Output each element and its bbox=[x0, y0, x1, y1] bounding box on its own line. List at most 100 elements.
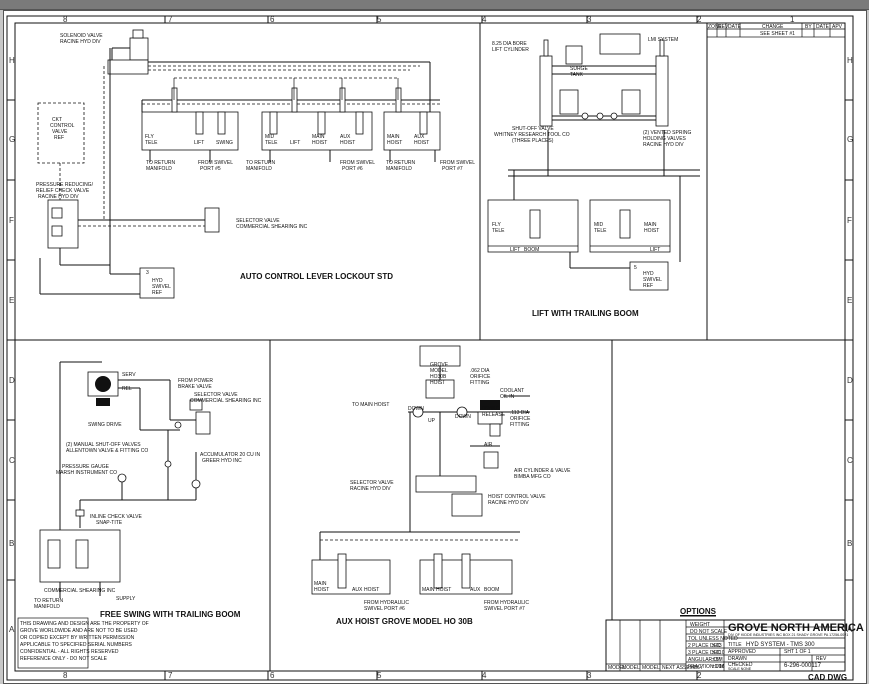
coolant-2: OIL IN bbox=[500, 394, 515, 400]
lt-label-lift2: LIFT bbox=[650, 247, 660, 253]
aux-hoist-title: AUX HOIST GROVE MODEL HO 30B bbox=[336, 617, 473, 626]
ah-selector-2: RACINE HYD DIV bbox=[350, 486, 391, 492]
zone-top-7: 7 bbox=[168, 15, 173, 24]
from-power-2: BRAKE VALVE bbox=[178, 384, 212, 390]
note-line-5: CONFIDENTIAL - ALL RIGHTS RESERVED bbox=[20, 649, 119, 655]
manual-shutoff-1: (2) MANUAL SHUT-OFF VALVES bbox=[66, 442, 141, 448]
swing-drive-label: SWING DRIVE bbox=[88, 422, 122, 428]
lt-label-hoist: HOIST bbox=[644, 228, 659, 234]
tb-model-3: MODEL bbox=[642, 665, 660, 671]
note-line-6: REFERENCE ONLY - DO NOT SCALE bbox=[20, 656, 108, 662]
tb-approved: APPROVED bbox=[728, 649, 756, 655]
to-return-1b: MANIFOLD bbox=[146, 166, 172, 172]
fs-to-return-2: MANIFOLD bbox=[34, 604, 60, 610]
down-label-2: DOWN bbox=[455, 414, 471, 420]
note-line-1: THIS DRAWING AND DESIGN ARE THE PROPERTY… bbox=[20, 621, 149, 627]
selector-valve-mfr: COMMERCIAL SHEARING INC bbox=[236, 224, 308, 230]
solenoid-valve-label: SOLENOID VALVE bbox=[60, 33, 103, 39]
hoist-ctrl-2: RACINE HYD DIV bbox=[488, 500, 529, 506]
lt-swivel-2: SWIVEL bbox=[643, 277, 662, 283]
tb-model-2: MODEL bbox=[622, 665, 640, 671]
lift-trailing-title: LIFT WITH TRAILING BOOM bbox=[532, 309, 639, 318]
tb-weight: WEIGHT bbox=[690, 622, 710, 628]
note-line-3: OR COPIED EXCEPT BY WRITTEN PERMISSION bbox=[20, 635, 135, 641]
tb-tol-row-1: TOL UNLESS NOTED bbox=[688, 636, 738, 642]
fs-selector-2: COMMERCIAL SHEARING INC bbox=[190, 398, 262, 404]
tb-tol-row-3: 3 PLACE DEC bbox=[688, 650, 721, 656]
rev-note: SEE SHEET #1 bbox=[760, 31, 795, 37]
from-swivel-6b: PORT #6 bbox=[342, 166, 363, 172]
surge-label-2: TANK bbox=[570, 72, 584, 78]
m2-label-mid: MID bbox=[265, 134, 275, 140]
rev-col-by: BY bbox=[805, 24, 812, 30]
hoist-ctrl-1: HOIST CONTROL VALVE bbox=[488, 494, 546, 500]
ckt-label-2: CONTROL bbox=[50, 123, 75, 129]
to-return-2b: MANIFOLD bbox=[246, 166, 272, 172]
ah-label-hoist3: HOIST bbox=[436, 587, 451, 593]
zone-left-g: G bbox=[9, 135, 15, 144]
tb-title: HYD SYSTEM - TMS 300 bbox=[746, 642, 815, 648]
accumulator-1: ACCUMULATOR 20 CU IN bbox=[200, 452, 260, 458]
note-line-2: GROVE WORLDWIDE AND ARE NOT TO BE USED bbox=[20, 628, 138, 634]
m1-label-tele: TELE bbox=[145, 140, 158, 146]
zone-top-5: 5 bbox=[377, 15, 382, 24]
auto-lockout-diagram: FLY TELE LIFT SWING MID TELE LIFT MAIN H… bbox=[36, 29, 475, 299]
bore-label-1: 8.25 DIA BORE bbox=[492, 41, 527, 47]
zone-right-g: G bbox=[847, 135, 853, 144]
m3-label-hoist: HOIST bbox=[387, 140, 402, 146]
accumulator-2: GREER HYD INC bbox=[202, 458, 242, 464]
zone-bottom-5: 5 bbox=[377, 671, 382, 680]
tb-title-label: TITLE bbox=[728, 642, 742, 648]
m1-label-fly: FLY bbox=[145, 134, 154, 140]
zone-top-3: 3 bbox=[587, 15, 592, 24]
selector-valve-label: SELECTOR VALVE bbox=[236, 218, 280, 224]
rev-col-apv: APV bbox=[832, 24, 843, 30]
solenoid-valve-mfr: RACINE HYD DIV bbox=[60, 39, 101, 45]
gauge-2: MARSH INSTRUMENT CO bbox=[56, 470, 117, 476]
shutoff-label-1: SHUT-OFF VALVE bbox=[512, 126, 554, 132]
ah-label-hoist2: HOIST bbox=[364, 587, 379, 593]
ah-label-main: MAIN bbox=[314, 581, 327, 587]
shutoff-label-3: (THREE PLACES) bbox=[512, 138, 554, 144]
zone-top-4: 4 bbox=[482, 15, 487, 24]
tb-tol-val-3: ±.010 bbox=[712, 650, 725, 656]
rev-col-zone: ZONE bbox=[708, 24, 723, 30]
hyd-swivel-label-2: SWIVEL bbox=[152, 284, 171, 290]
ah-label-hoist: HOIST bbox=[314, 587, 329, 593]
bore-label-2: LIFT CYLINDER bbox=[492, 47, 529, 53]
tb-company: GROVE NORTH AMERICA bbox=[728, 622, 864, 634]
to-return-2a: TO RETURN bbox=[246, 160, 275, 166]
zone-left-b: B bbox=[9, 539, 14, 548]
zone-right-d: D bbox=[847, 376, 853, 385]
m2-label-hoist2: HOIST bbox=[340, 140, 355, 146]
rel-label: REL bbox=[122, 386, 132, 392]
lift-trailing-diagram: FLY TELE LIFT BOOM MID TELE MAIN HOIST L… bbox=[487, 33, 700, 291]
zone-left-e: E bbox=[9, 296, 14, 305]
lt-swivel-number: 5 bbox=[634, 265, 637, 271]
to-main-hoist: TO MAIN HOIST bbox=[352, 402, 389, 408]
lt-swivel-1: HYD bbox=[643, 271, 654, 277]
tb-dwg-no: 6-296-000117 bbox=[784, 663, 822, 669]
window-top-bar bbox=[0, 0, 869, 10]
lt-label-mid: MID bbox=[594, 222, 604, 228]
m1-label-swing: SWING bbox=[216, 140, 233, 146]
m3-label-aux: AUX bbox=[414, 134, 425, 140]
ah-label-aux: AUX bbox=[352, 587, 363, 593]
from-hyd-7-1: FROM HYDRAULIC bbox=[484, 600, 529, 606]
orifice1-3: FITTING bbox=[470, 380, 490, 386]
note-line-4: APPLICABLE TO SPECIFIED SERIAL NUMBERS bbox=[20, 642, 133, 648]
tb-rev: REV bbox=[816, 656, 827, 662]
shutoff-label-2: WHITNEY RESEARCH TOOL CO bbox=[494, 132, 570, 138]
hyd-swivel-label-3: REF bbox=[152, 290, 162, 296]
tb-tol-val-5: ±1/16 bbox=[712, 664, 725, 670]
tb-tol-val-4: ±.5° bbox=[712, 657, 721, 663]
holding-label-3: RACINE HYD DIV bbox=[643, 142, 684, 148]
from-swivel-5a: FROM SWIVEL bbox=[198, 160, 233, 166]
from-power-1: FROM POWER bbox=[178, 378, 213, 384]
tb-tol-row-4: ANGULAR DIM bbox=[688, 657, 723, 663]
zone-top-1: 1 bbox=[790, 15, 795, 24]
zone-bottom-3: 3 bbox=[587, 671, 592, 680]
tb-division: DIV OF KIDDE INDUSTRIES INC BOX 21 SHADY… bbox=[728, 633, 848, 637]
zone-ticks bbox=[7, 16, 853, 680]
